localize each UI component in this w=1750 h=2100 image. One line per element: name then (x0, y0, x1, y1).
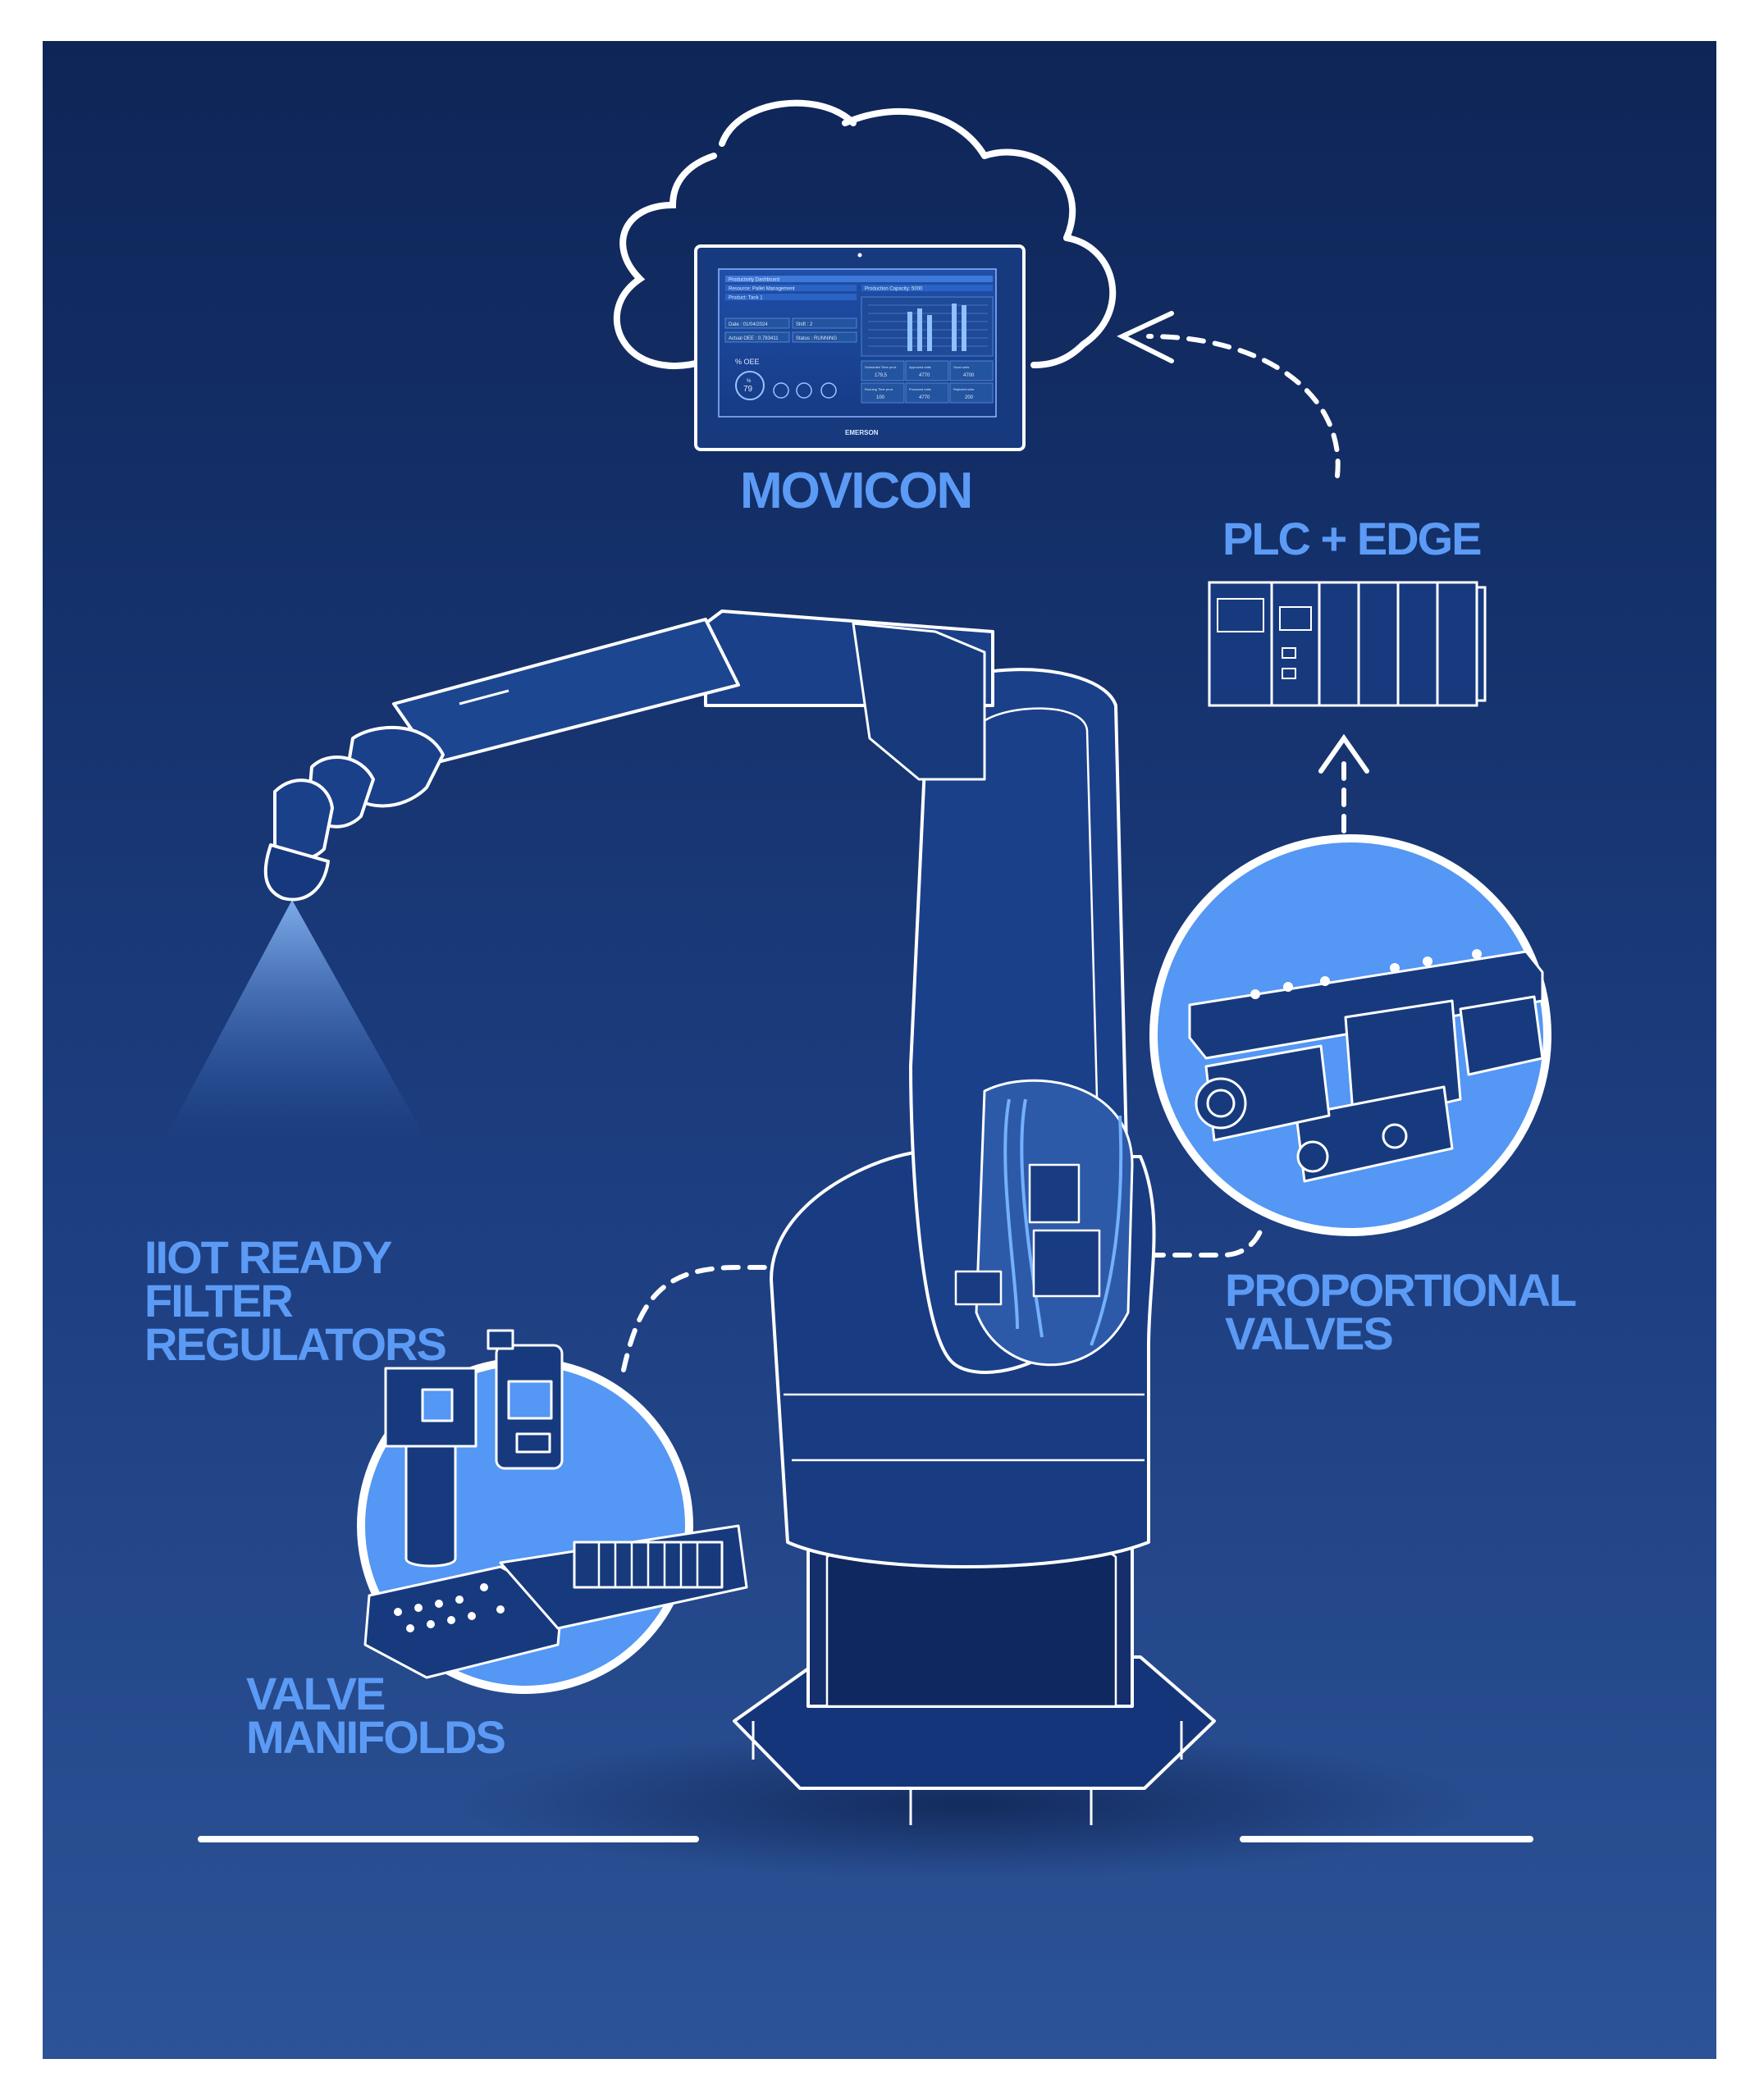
stat-label-2: Approved units (909, 365, 931, 369)
stat-label-4: Running Time prod. (865, 387, 893, 391)
dashboard-capacity: Production Capacity: 5000 (865, 287, 923, 292)
gauge-small-2 (796, 382, 812, 399)
oee-gauge (735, 371, 765, 400)
plc-edge-label: PLC + EDGE (1222, 513, 1483, 564)
oee-unit: % (747, 379, 752, 384)
stat-label-5: Produced units (909, 387, 931, 391)
proportional-label-line-1: PROPORTIONAL (1225, 1264, 1577, 1316)
gauge-small-3 (820, 382, 837, 399)
proportional-valve-callout (1149, 834, 1551, 1236)
iiot-label-line-3: REGULATORS (144, 1318, 447, 1371)
oee-value: 79 (743, 385, 753, 394)
dashboard-title: Productivity Dashboard (729, 278, 779, 283)
iiot-label-line-1: IIOT READY (144, 1231, 392, 1283)
dashboard-date: Date : 01/04/2024 (729, 322, 768, 327)
oee-label: % OEE (735, 358, 760, 366)
gauge-small-1 (773, 382, 789, 399)
floor-shadow (459, 1731, 1477, 1879)
emerson-logo: EMERSON (845, 429, 879, 436)
movicon-monitor: Productivity Dashboard Resource: Pallet … (694, 244, 1026, 451)
plc-edge-device (1208, 581, 1487, 707)
arrow-plc-to-cloud (1117, 311, 1341, 478)
stat-label-3: Good units (953, 365, 969, 369)
dashboard-actual-oee: Actual OEE : 0,783411 (729, 336, 779, 341)
dashboard-product: Product: Tank 1 (729, 296, 763, 301)
movicon-label: MOVICON (740, 463, 973, 519)
valve-manifolds-label: VALVE MANIFOLDS (246, 1668, 506, 1764)
dashboard-resource: Resource: Pallet Management (729, 287, 795, 292)
spray-cone (164, 900, 427, 1140)
iiot-label-line-2: FILTER (144, 1275, 294, 1327)
stat-label-6: Rejected units (953, 387, 974, 391)
stat-label-1: Scheduled Time prod. (865, 365, 897, 369)
dashboard-status: Status : RUNNING (796, 336, 837, 341)
stat-value-2: 4770 (919, 373, 930, 378)
valve-label-line-1: VALVE (246, 1668, 386, 1719)
stat-value-4: 100 (876, 395, 885, 400)
dashboard-stats: Scheduled Time prod. 179,5 Approved unit… (861, 360, 994, 404)
stat-value-3: 4700 (963, 373, 975, 378)
dashboard-bar-chart (861, 296, 994, 357)
iiot-filter-regulators-label: IIOT READY FILTER REGULATORS (144, 1231, 447, 1371)
dashboard-shift: Shift : 2 (796, 322, 813, 327)
valve-label-line-2: MANIFOLDS (246, 1711, 506, 1764)
manifold-callout (357, 1329, 748, 1694)
stat-value-1: 179,5 (875, 373, 888, 378)
connector-manifolds (621, 1265, 930, 1372)
cloud-icon (613, 99, 1117, 369)
proportional-label-line-2: VALVES (1225, 1308, 1394, 1360)
robot-arm (263, 609, 1216, 1825)
proportional-valves-label: PROPORTIONAL VALVES (1225, 1264, 1577, 1360)
stat-value-5: 4770 (919, 395, 930, 400)
stat-value-6: 200 (965, 395, 974, 400)
